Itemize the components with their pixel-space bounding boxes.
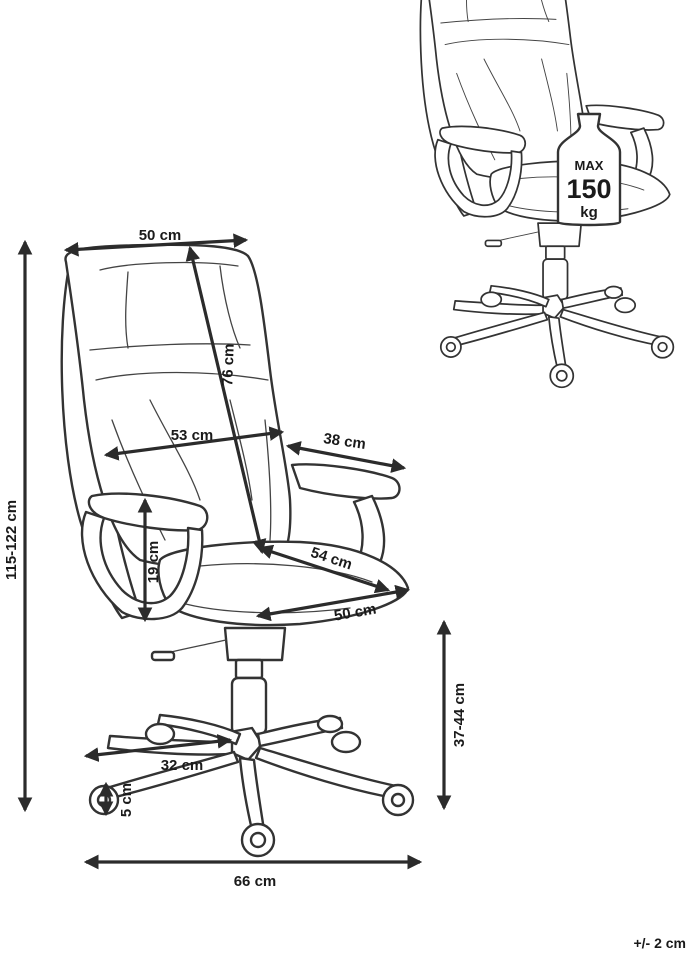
label-backrest-height: 76 cm bbox=[219, 343, 237, 386]
dim-line-backrest-width bbox=[63, 233, 249, 257]
dim-line-seat-depth bbox=[257, 544, 391, 594]
label-wheel-size: 5 cm bbox=[118, 783, 135, 817]
dimension-lines bbox=[17, 233, 452, 870]
label-back-width: 53 cm bbox=[171, 427, 214, 444]
label-leg-length: 32 cm bbox=[161, 757, 204, 774]
dim-line-back-width bbox=[103, 426, 285, 461]
dim-line-seat-width bbox=[255, 584, 411, 622]
dim-line-backrest-height bbox=[185, 245, 267, 555]
tolerance-note: +/- 2 cm bbox=[633, 935, 686, 951]
label-seat-height: 37-44 cm bbox=[451, 683, 468, 747]
small-chair-drawing bbox=[419, 0, 675, 389]
label-base-width: 66 cm bbox=[234, 873, 277, 890]
max-value: 150 bbox=[566, 174, 611, 204]
dim-line-leg-length bbox=[83, 734, 233, 762]
weight-icon bbox=[556, 112, 622, 227]
label-total-height: 115-122 cm bbox=[3, 500, 20, 580]
dimension-labels: 50 cm 76 cm 53 cm 38 cm 19 cm 54 cm 50 c… bbox=[3, 227, 686, 951]
label-armrest-height: 19 cm bbox=[145, 541, 162, 584]
max-unit: kg bbox=[580, 204, 598, 221]
dim-line-armrest-length bbox=[285, 441, 407, 473]
max-label: MAX bbox=[575, 158, 604, 173]
max-load-badge: MAX 150 kg bbox=[556, 112, 622, 227]
main-chair-drawing bbox=[60, 243, 415, 858]
label-backrest-width: 50 cm bbox=[139, 227, 182, 244]
label-armrest-length: 38 cm bbox=[322, 430, 366, 453]
